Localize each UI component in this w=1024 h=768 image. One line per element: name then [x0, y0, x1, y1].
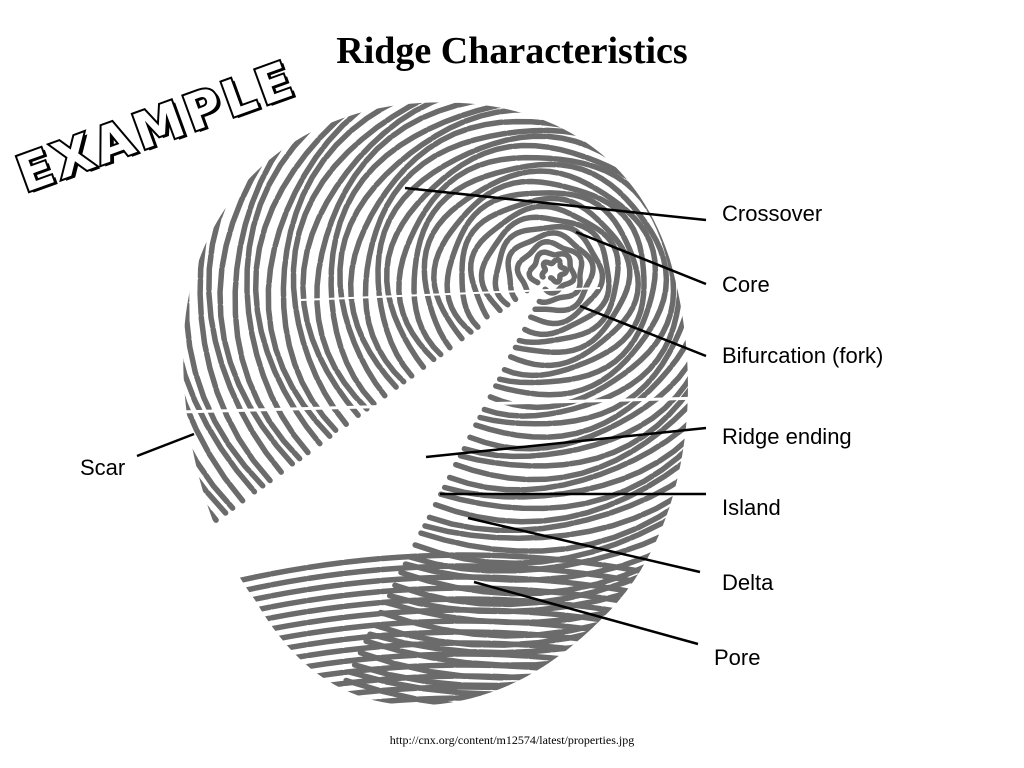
ridge-line	[421, 168, 659, 386]
leader-line-scar	[136, 432, 195, 458]
leader-line-ridge-ending	[425, 426, 707, 459]
ridge-line	[539, 256, 570, 285]
ridge-line	[467, 203, 621, 346]
ridge-line	[265, 102, 688, 525]
ridge-line	[514, 239, 585, 306]
ridge-line	[431, 178, 647, 379]
fingerprint-crease	[183, 396, 688, 414]
label-scar: Scar	[80, 455, 126, 480]
label-pore: Pore	[714, 645, 761, 670]
ridge-line	[411, 161, 670, 398]
label-core: Core	[722, 272, 770, 297]
ridge-line	[206, 102, 688, 574]
label-ridge-ending: Ridge ending	[722, 424, 852, 449]
leader-line-core	[575, 230, 707, 286]
ridge-line	[396, 154, 677, 411]
source-url: http://cnx.org/content/m12574/latest/pro…	[389, 733, 635, 747]
ridge-line	[478, 214, 612, 338]
ridge-line	[252, 102, 688, 534]
leader-line-delta	[467, 516, 701, 574]
ridge-line	[444, 190, 641, 369]
label-crossover: Crossover	[722, 201, 823, 226]
ridge-line	[505, 230, 596, 314]
label-delta: Delta	[722, 570, 774, 595]
ridge-line	[526, 249, 578, 296]
ridge-line	[197, 695, 688, 706]
label-bifurcation: Bifurcation (fork)	[722, 343, 884, 368]
leader-line-pore	[473, 580, 699, 646]
leader-line-bifurcation	[579, 304, 707, 358]
fingerprint-crease	[299, 287, 601, 301]
label-island: Island	[722, 495, 781, 520]
ridge-line	[459, 195, 633, 356]
slide-title: Ridge Characteristics	[336, 30, 688, 72]
ridge-line	[232, 102, 688, 554]
ridge-line	[384, 142, 684, 419]
leader-line-crossover	[404, 186, 707, 222]
leader-lines	[136, 186, 707, 646]
